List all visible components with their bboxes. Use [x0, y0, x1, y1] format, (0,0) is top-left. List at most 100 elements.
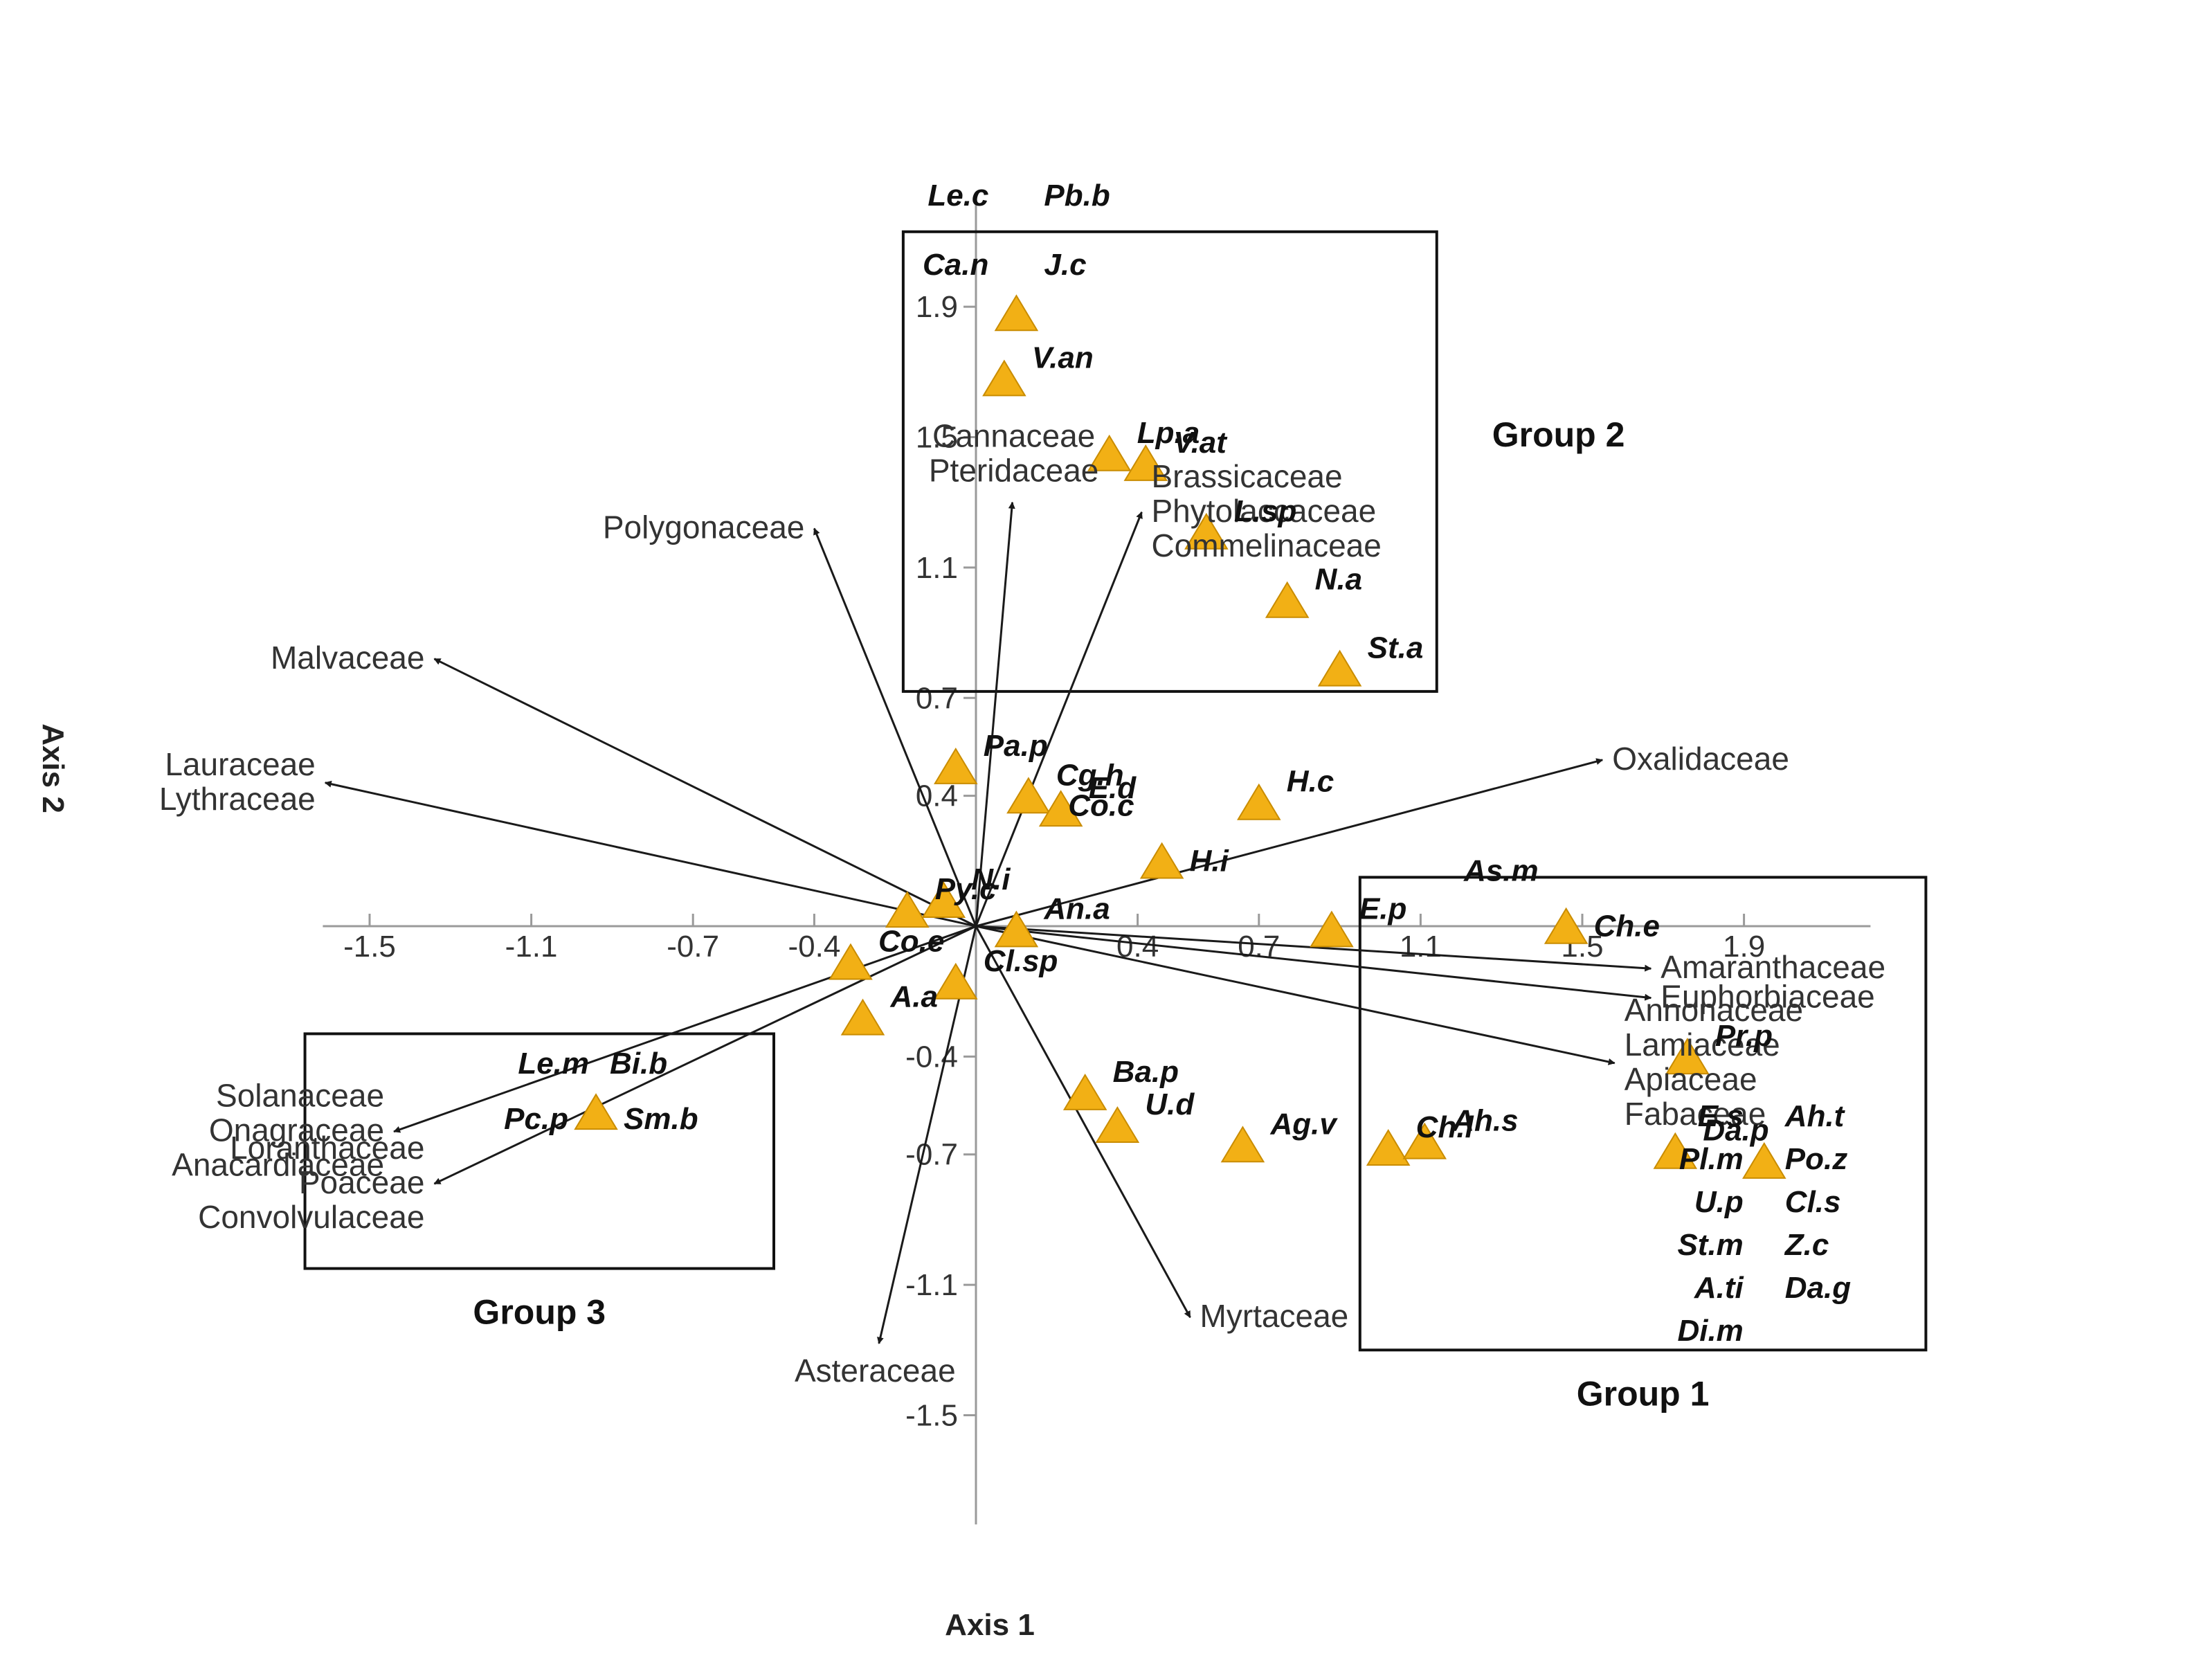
point-label: Z.c [1784, 1228, 1829, 1262]
point-marker [1123, 444, 1168, 481]
group-box [1358, 876, 1928, 1352]
x-tick-label: -0.4 [788, 930, 840, 964]
point-label: Ah.t [1784, 1099, 1846, 1133]
point-label: Ba.p [1113, 1055, 1179, 1089]
point-label: Ch.e [1594, 910, 1660, 943]
point-label: Le.m [518, 1047, 589, 1081]
point-label: E.d [1089, 771, 1137, 805]
point-label: Py.c [935, 872, 997, 906]
point-label: L.sp [1234, 494, 1296, 528]
y-tick-label: -0.7 [905, 1138, 958, 1172]
point-label: Pc.p [504, 1102, 568, 1136]
point-marker [934, 747, 978, 784]
point-marker [1653, 1132, 1698, 1169]
vector-label: Anacardiaceae [172, 1147, 384, 1183]
point-marker [1062, 1073, 1107, 1110]
point-label: Sm.b [624, 1102, 698, 1136]
vector-arrow [393, 925, 977, 1133]
vector-arrow [975, 925, 1616, 1065]
point-label: U.d [1145, 1087, 1195, 1121]
vector-arrow [433, 925, 977, 1185]
point-label: Cl.s [1785, 1185, 1841, 1219]
point-marker [921, 881, 966, 919]
point-label: N.i [971, 862, 1011, 896]
point-label: Cg.h [1056, 758, 1124, 792]
point-label: Ag.v [1269, 1107, 1338, 1141]
vector-arrow [975, 758, 1604, 928]
vector-label: Fabaceae [1625, 1096, 1766, 1132]
point-label: Ch.l [1416, 1110, 1474, 1144]
vector-label: Poaceae [299, 1164, 425, 1200]
y-tick-label: 1.5 [916, 421, 958, 455]
vector-label: Convolvulaceae [198, 1199, 424, 1235]
point-label: Pl.m [1679, 1142, 1744, 1176]
vector-label: Pteridaceae [929, 453, 1099, 489]
point-marker [1402, 1122, 1447, 1159]
x-tick-label: -0.7 [667, 930, 719, 964]
point-marker [994, 294, 1039, 332]
point-label: V.at [1173, 426, 1228, 460]
point-label: Le.c [927, 179, 988, 213]
point-label: Co.e [878, 925, 944, 959]
point-label: Lp.a [1137, 416, 1200, 450]
point-label: An.a [1043, 892, 1110, 925]
point-marker [1087, 434, 1132, 471]
point-marker [1006, 777, 1051, 814]
vector-arrow [975, 925, 1652, 972]
point-marker [1665, 1038, 1710, 1075]
point-label: U.p [1694, 1185, 1744, 1219]
y-tick-label: -1.5 [905, 1399, 958, 1433]
point-marker [829, 943, 873, 980]
point-marker [840, 998, 885, 1036]
group-label: Group 1 [1577, 1374, 1710, 1413]
y-tick-label: 0.7 [916, 681, 958, 715]
vector-arrow [324, 780, 977, 928]
point-marker [982, 359, 1026, 397]
vector-label: Loranthaceae [230, 1130, 424, 1166]
x-tick-label: -1.5 [343, 930, 396, 964]
point-marker [1317, 649, 1362, 687]
point-label: N.a [1315, 563, 1362, 597]
group-box [901, 230, 1438, 693]
vector-label: Brassicaceae [1151, 458, 1342, 494]
y-tick-label: -0.4 [905, 1040, 958, 1074]
point-label: Pb.b [1044, 179, 1110, 213]
point-marker [1139, 842, 1184, 879]
x-axis-title: Axis 1 [945, 1608, 1035, 1642]
vector-label: Myrtaceae [1200, 1298, 1349, 1334]
point-label: Ah.s [1451, 1104, 1518, 1138]
point-label: E.p [1359, 892, 1406, 925]
point-marker [1265, 581, 1310, 618]
point-marker [1742, 1141, 1786, 1179]
point-label: Pr.p [1715, 1019, 1773, 1053]
vector-label: Malvaceae [271, 640, 424, 676]
vector-label: Onagraceae [209, 1112, 384, 1148]
y-axis-title: Axis 2 [36, 723, 70, 813]
y-tick-label: 1.9 [916, 290, 958, 324]
vector-arrow [433, 658, 977, 928]
point-marker [885, 891, 930, 928]
vector-label: Euphorbiaceae [1660, 979, 1874, 1015]
point-label: H.i [1190, 844, 1229, 878]
vector-arrow [975, 925, 1191, 1319]
group-box [303, 1032, 775, 1270]
point-label: Bi.b [610, 1047, 667, 1081]
point-marker [934, 962, 978, 1000]
point-marker [1095, 1106, 1140, 1144]
vector-label: Commelinaceae [1151, 527, 1381, 563]
point-marker [1184, 512, 1229, 550]
vector-arrow [975, 511, 1143, 927]
vector-label: Asteraceae [795, 1353, 956, 1389]
point-label: St.a [1368, 631, 1424, 665]
point-label: V.an [1032, 341, 1094, 374]
point-label: Pa.p [984, 729, 1048, 763]
vector-label: Solanaceae [216, 1078, 384, 1114]
group-label: Group 2 [1492, 415, 1625, 454]
x-tick-label: -1.1 [505, 930, 558, 964]
vector-label: Cannaceae [932, 418, 1095, 454]
group-label: Group 3 [473, 1293, 606, 1332]
vector-label: Polygonaceae [603, 509, 805, 545]
point-label: Co.c [1068, 789, 1134, 823]
